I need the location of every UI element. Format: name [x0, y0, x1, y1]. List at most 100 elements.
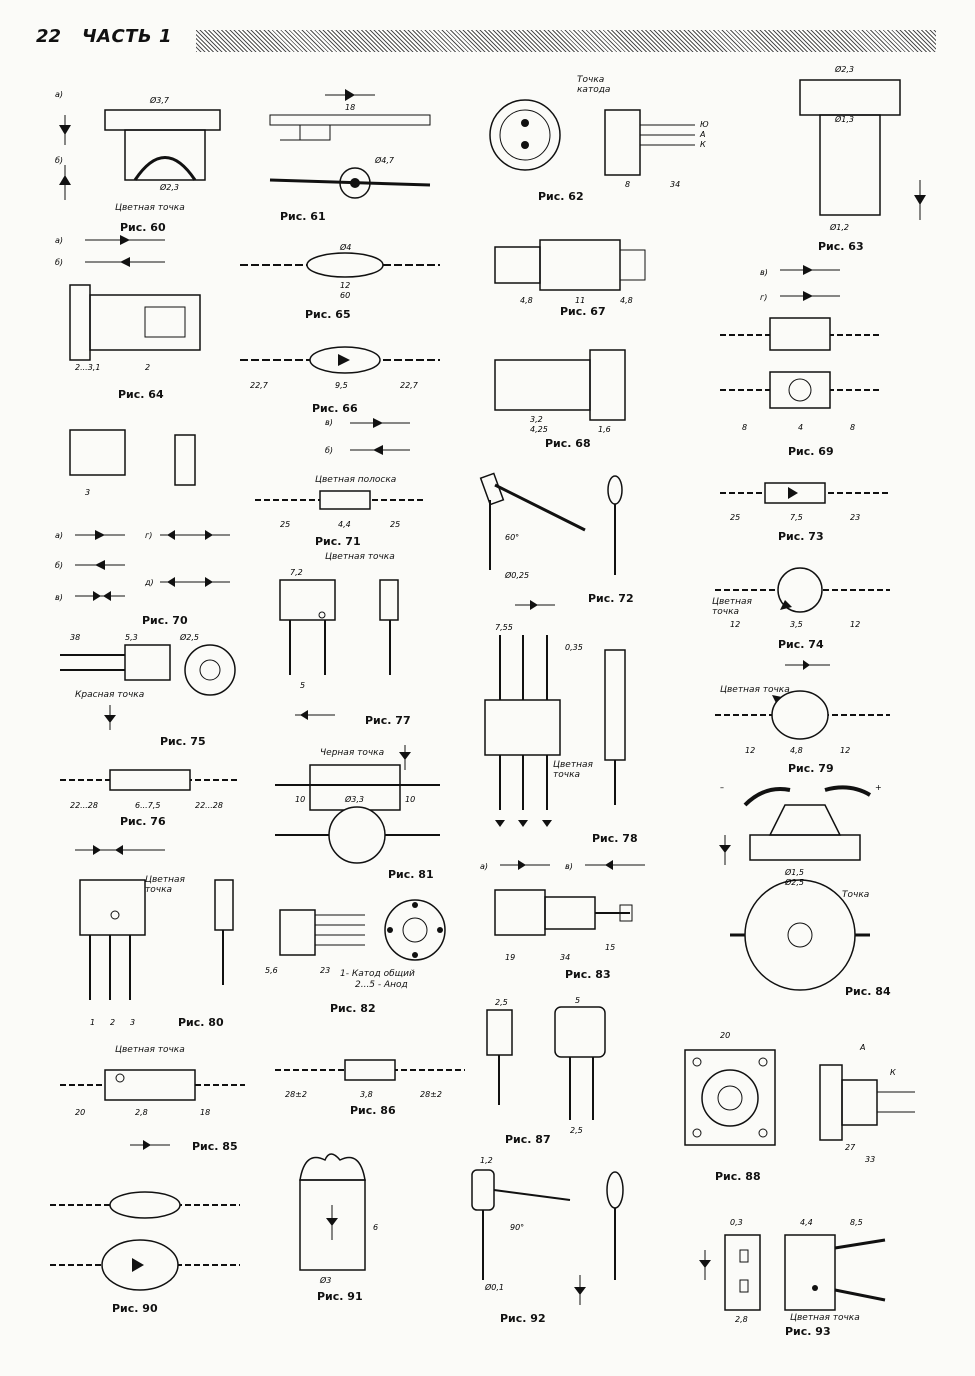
svg-text:12: 12 — [745, 746, 755, 755]
svg-text:Ø1,2: Ø1,2 — [829, 222, 849, 232]
svg-text:23: 23 — [850, 513, 860, 522]
color-dot-label: Цветная точка — [115, 203, 185, 213]
svg-text:а): а) — [55, 236, 63, 245]
svg-text:33: 33 — [865, 1155, 875, 1164]
caption-fig-68: Рис. 68 — [545, 437, 591, 450]
svg-text:3: 3 — [85, 488, 90, 497]
caption-fig-71: Рис. 71 — [315, 535, 361, 548]
svg-text:2,8: 2,8 — [735, 1315, 748, 1324]
svg-text:г): г) — [760, 293, 767, 302]
svg-text:Ø0,25: Ø0,25 — [504, 570, 529, 580]
header-halftone-band — [196, 30, 936, 52]
caption-fig-91: Рис. 91 — [317, 1290, 363, 1303]
svg-text:–: – — [720, 783, 724, 792]
svg-text:8: 8 — [742, 423, 747, 432]
caption-fig-61: Рис. 61 — [280, 210, 326, 223]
svg-text:Ø2,3: Ø2,3 — [159, 182, 179, 192]
cathode-dot-label: Точка катода — [577, 75, 611, 95]
caption-fig-82: Рис. 82 — [330, 1002, 376, 1015]
svg-text:5: 5 — [300, 681, 305, 690]
svg-text:б): б) — [55, 258, 63, 267]
svg-text:Ø3,7: Ø3,7 — [149, 95, 170, 105]
caption-fig-60: Рис. 60 — [120, 221, 166, 234]
svg-text:2: 2 — [110, 1018, 115, 1027]
svg-text:7,55: 7,55 — [495, 623, 513, 632]
caption-fig-69: Рис. 69 — [788, 445, 834, 458]
caption-fig-75: Рис. 75 — [160, 735, 206, 748]
svg-text:3,2: 3,2 — [530, 415, 543, 424]
caption-fig-64: Рис. 64 — [118, 388, 164, 401]
caption-fig-84: Рис. 84 — [845, 985, 891, 998]
svg-text:12: 12 — [840, 746, 850, 755]
caption-fig-86: Рис. 86 — [350, 1104, 396, 1117]
svg-text:10: 10 — [405, 795, 415, 804]
svg-text:2: 2 — [145, 363, 150, 372]
svg-text:22,7: 22,7 — [250, 381, 269, 390]
caption-fig-93: Рис. 93 — [785, 1325, 831, 1338]
color-dot-label-80: Цветная точка — [145, 875, 185, 895]
svg-text:34: 34 — [670, 180, 680, 189]
svg-text:Ø1,5: Ø1,5 — [784, 867, 804, 877]
svg-text:60°: 60° — [505, 533, 519, 542]
page-number: 22 — [36, 26, 62, 47]
dot-label: Точка — [842, 890, 870, 900]
caption-fig-90: Рис. 90 — [112, 1302, 158, 1315]
svg-text:4,8: 4,8 — [790, 746, 803, 755]
svg-text:19: 19 — [505, 953, 515, 962]
color-dot-label-79: Цветная точка — [720, 685, 790, 695]
caption-fig-83: Рис. 83 — [565, 968, 611, 981]
svg-text:7,5: 7,5 — [790, 513, 803, 522]
svg-text:34: 34 — [560, 953, 570, 962]
svg-text:12: 12 — [730, 620, 740, 629]
svg-text:8,5: 8,5 — [850, 1218, 863, 1227]
svg-text:22...28: 22...28 — [70, 801, 98, 810]
svg-text:Ø1,3: Ø1,3 — [834, 114, 854, 124]
svg-text:г): г) — [145, 531, 152, 540]
caption-fig-77: Рис. 77 — [365, 714, 411, 727]
svg-text:2...3,1: 2...3,1 — [75, 363, 100, 372]
svg-text:б): б) — [55, 156, 63, 165]
svg-text:4,4: 4,4 — [800, 1218, 813, 1227]
anodes-label: 2...5 - Анод — [355, 980, 408, 990]
svg-text:д): д) — [144, 578, 154, 587]
figure-80: 1 2 3 Цветная точка — [55, 835, 245, 1030]
svg-text:а): а) — [55, 90, 63, 99]
svg-text:Ø0,1: Ø0,1 — [484, 1282, 504, 1292]
figure-64: а) б) 2...3,1 2 — [55, 235, 225, 375]
svg-text:8: 8 — [850, 423, 855, 432]
svg-text:А: А — [859, 1043, 865, 1052]
svg-text:1: 1 — [90, 1018, 95, 1027]
svg-text:Ø4,7: Ø4,7 — [374, 155, 395, 165]
svg-text:25: 25 — [390, 520, 400, 529]
svg-text:28±2: 28±2 — [420, 1090, 442, 1099]
svg-text:8: 8 — [625, 180, 630, 189]
svg-text:20: 20 — [720, 1031, 730, 1040]
svg-text:1,6: 1,6 — [598, 425, 611, 434]
svg-text:б): б) — [325, 446, 333, 455]
color-dot-label-93: Цветная точка — [790, 1313, 860, 1323]
svg-text:2,5: 2,5 — [495, 998, 508, 1007]
part-title: ЧАСТЬ 1 — [82, 26, 172, 47]
svg-text:25: 25 — [730, 513, 740, 522]
svg-text:15: 15 — [605, 943, 615, 952]
figure-79: 12 4,8 12 Цветная точка — [700, 655, 895, 765]
svg-text:3,8: 3,8 — [360, 1090, 373, 1099]
caption-fig-66: Рис. 66 — [312, 402, 358, 415]
svg-text:3: 3 — [130, 1018, 135, 1027]
svg-text:б): б) — [55, 561, 63, 570]
svg-text:Ø4: Ø4 — [339, 242, 351, 252]
caption-fig-87: Рис. 87 — [505, 1133, 551, 1146]
